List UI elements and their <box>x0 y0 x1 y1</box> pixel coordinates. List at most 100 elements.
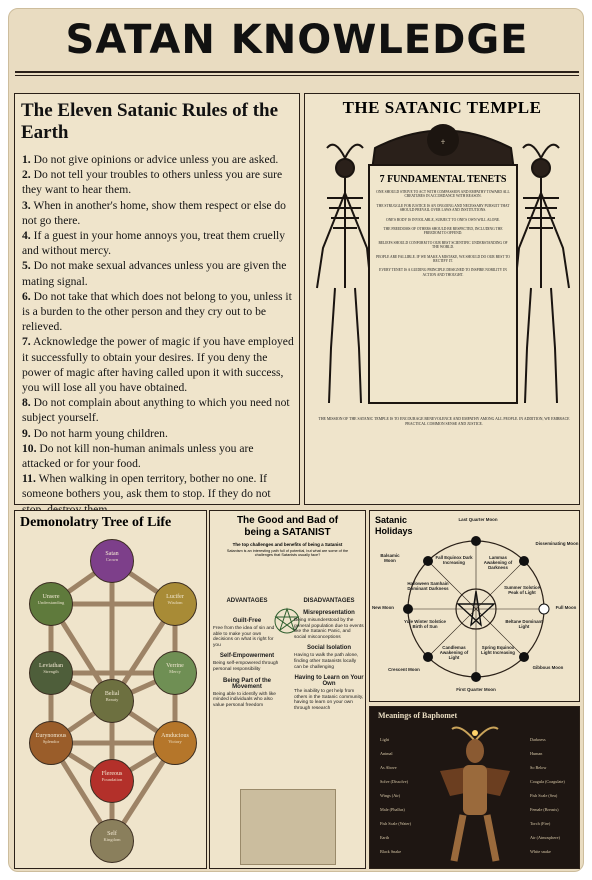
rule-item: 2. Do not tell your troubles to others u… <box>22 167 294 197</box>
baphomet-label: Fish Scale (Sea) <box>530 793 558 798</box>
baphomet-label: As Above <box>380 765 397 770</box>
baphomet-label: Darkness <box>530 737 546 742</box>
holiday-label: Disseminating Moon <box>535 541 579 546</box>
mission-text: THE MISSION OF THE SATANIC TEMPLE IS TO … <box>318 417 570 426</box>
good-bad-heading: The Good and Bad of being a SATANIST <box>236 515 339 538</box>
rule-text: Do not make sexual advances unless you a… <box>22 259 287 288</box>
tenets-list: ONE SHOULD STRIVE TO ACT WITH COMPASSION… <box>370 190 516 277</box>
tree-node-sub: Foundation <box>101 777 123 782</box>
rule-text: Do not take that which does not belong t… <box>22 289 292 334</box>
point-heading: Guilt-Free <box>232 618 262 624</box>
tree-node-name: Verrine <box>166 663 184 669</box>
rule-item: 6. Do not take that which does not belon… <box>22 289 294 335</box>
cat-illustration <box>240 789 336 865</box>
tree-node-sub: Beauty <box>105 697 119 702</box>
rule-text: Do not give opinions or advice unless yo… <box>33 153 279 166</box>
point-text: The inability to get help from others in… <box>294 689 364 711</box>
tree-node-name: Leviathan <box>39 663 63 669</box>
tree-node-name: Satan <box>105 551 119 557</box>
holiday-label: First Quarter Moon <box>456 687 496 692</box>
point-heading: Misrepresentation <box>303 610 355 616</box>
rule-item: 8. Do not complain about anything to whi… <box>22 395 294 425</box>
tree-node-name: Flereous <box>101 771 123 777</box>
baphomet-label: Wings (Air) <box>380 793 401 798</box>
tenet-item: BELIEFS SHOULD CONFORM TO OUR BEST SCIEN… <box>378 240 508 250</box>
rule-text: Do not kill non-human animals unless you… <box>22 441 254 471</box>
tree-node-sub: Mercy <box>169 669 181 674</box>
holidays-heading: Satanic Holidays <box>375 515 413 536</box>
tenet-item: ONE'S BODY IS INVIOLABLE, SUBJECT TO ONE… <box>385 217 501 222</box>
baphomet-illustration <box>440 726 510 862</box>
holiday-label: Lammas Awakening of Darkness <box>483 555 513 570</box>
rule-number: 8. <box>22 396 31 410</box>
rule-number: 3. <box>22 198 31 212</box>
advantages-label: ADVANTAGES <box>226 598 268 604</box>
wheel-of-year <box>403 536 550 682</box>
rule-item: 5. Do not make sexual advances unless yo… <box>22 258 294 288</box>
tree-node-sub: Understanding <box>37 600 65 605</box>
rule-item: 10. Do not kill non-human animals unless… <box>22 441 294 471</box>
tenets-box: 7 FUNDAMENTAL TENETS ONE SHOULD STRIVE T… <box>368 164 518 404</box>
svg-text:☥: ☥ <box>441 139 445 146</box>
tree-node-name: Self <box>107 831 117 837</box>
holiday-label: Balsamic Moon <box>380 553 400 563</box>
rule-number: 10. <box>22 441 37 455</box>
holiday-label: Halloween Samhain Dominant Darkness <box>407 581 449 591</box>
tree-node-name: Eurynomous <box>35 733 67 739</box>
tree-node-name: Unsere <box>42 594 60 600</box>
rule-item: 7. Acknowledge the power of magic if you… <box>22 334 294 395</box>
rules-list: 1. Do not give opinions or advice unless… <box>15 152 299 517</box>
point-text: Being able to identify with like minded … <box>213 691 276 708</box>
tree-node-sub: Splendor <box>42 739 60 744</box>
rule-text: Do not tell your troubles to others unle… <box>22 168 283 197</box>
baphomet-label: Human <box>530 751 543 756</box>
point-heading: Being Part of the Movement <box>222 677 271 690</box>
baphomet-label: Earth <box>380 835 390 840</box>
rule-number: 9. <box>22 426 31 440</box>
tree-node-name: Amducious <box>161 733 189 739</box>
disadvantages-label: DISADVANTAGES <box>303 598 355 604</box>
baphomet-label: Animal <box>380 751 393 756</box>
rule-item: 4. If a guest in your home annoys you, t… <box>22 228 294 258</box>
tree-node-sub: Victory <box>168 739 182 744</box>
rule-item: 3. When in another's home, show them res… <box>22 198 294 228</box>
pentagram-icon <box>274 607 300 634</box>
baphomet-label: So Below <box>530 765 547 770</box>
baphomet-label: Torch (Fire) <box>530 821 551 826</box>
baphomet-label: Black Snake <box>380 849 402 854</box>
rule-text: Do not complain about anything to which … <box>22 396 290 425</box>
tree-heading: Demonolatry Tree of Life <box>20 515 172 530</box>
holiday-label: Gibbous Moon <box>532 665 564 670</box>
tree-node-sub: Kingdom <box>103 837 121 842</box>
tenet-item: THE FREEDOMS OF OTHERS SHOULD BE RESPECT… <box>383 227 503 236</box>
holidays-panel: Satanic Holidays Last Quarter Moon Disse… <box>369 510 580 702</box>
tenet-item: ONE SHOULD STRIVE TO ACT WITH COMPASSION… <box>376 190 510 199</box>
tenets-heading: 7 FUNDAMENTAL TENETS <box>379 174 507 185</box>
baphomet-label: Air (Atmosphere) <box>530 835 560 840</box>
tree-node-sub: Wisdom <box>167 600 183 605</box>
rules-panel: The Eleven Satanic Rules of the Earth 1.… <box>14 93 300 516</box>
rule-number: 11. <box>22 472 36 486</box>
tenet-item: PEOPLE ARE FALLIBLE. IF WE MAKE A MISTAK… <box>376 254 510 264</box>
holiday-label: Full Moon <box>555 605 577 610</box>
rule-number: 7. <box>22 335 31 349</box>
tree-node-sub: Strength <box>43 669 59 674</box>
baphomet-label: White snake <box>530 849 551 854</box>
rule-number: 1. <box>22 153 31 166</box>
tenet-item: EVERY TENET IS A GUIDING PRINCIPLE DESIG… <box>379 268 507 277</box>
baphomet-label: Light <box>380 737 390 742</box>
rule-item: 9. Do not harm young children. <box>22 426 294 441</box>
temple-panel: THE SATANIC TEMPLE ☥ 7 FUNDAMENTAL TENET… <box>304 93 580 505</box>
point-text: Having to walk the path alone, finding o… <box>294 653 359 670</box>
point-heading: Having to Learn on Your Own <box>294 675 364 688</box>
point-heading: Social Isolation <box>306 645 351 652</box>
